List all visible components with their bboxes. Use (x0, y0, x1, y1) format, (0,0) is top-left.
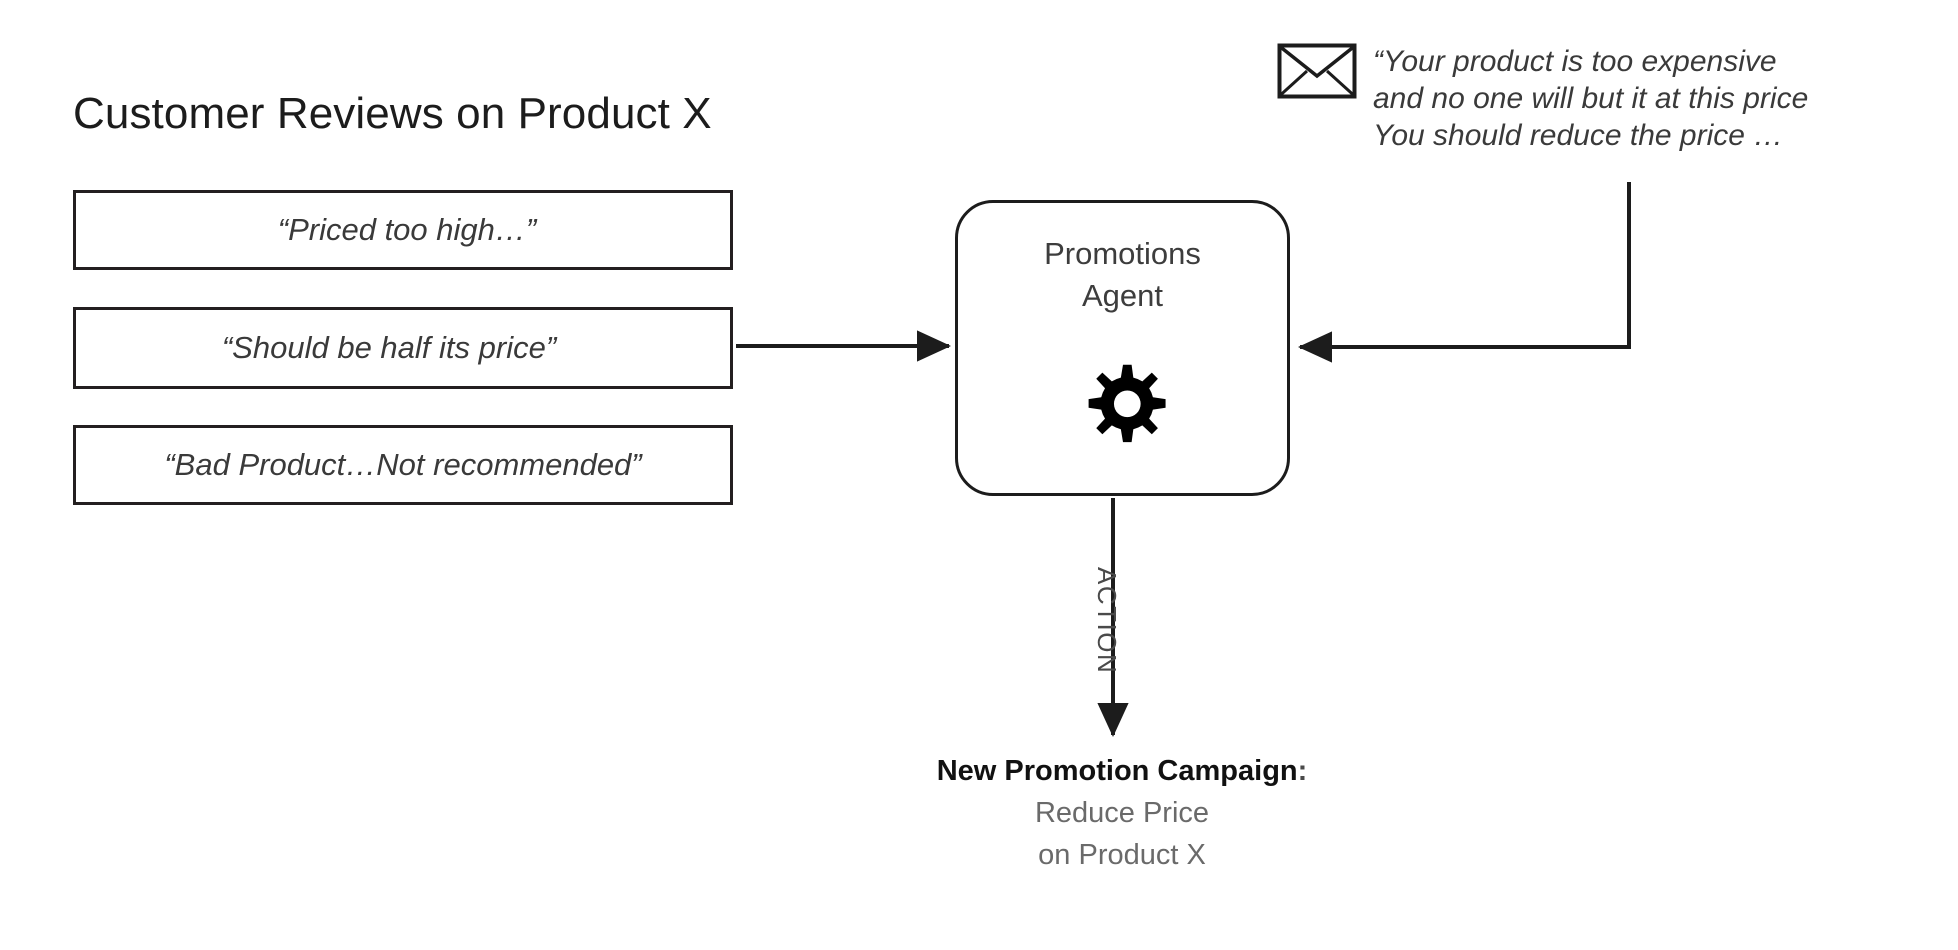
email-quote-line-3: You should reduce the price … (1373, 119, 1784, 152)
review-box-3[interactable]: “Bad Product…Not recommended” (73, 425, 733, 505)
output-body-line-2: on Product X (1038, 839, 1206, 871)
promotions-agent-node[interactable]: Promotions Agent (955, 200, 1290, 496)
email-quote-text: “Your product is too expensive and no on… (1373, 43, 1933, 154)
page-title: Customer Reviews on Product X (73, 89, 712, 138)
agent-label-line2: Agent (1081, 278, 1163, 313)
output-heading: New Promotion Campaign (936, 755, 1298, 787)
review-box-1[interactable]: “Priced too high…” (73, 190, 733, 270)
output-body-line-1: Reduce Price (1034, 797, 1210, 829)
agent-label: Promotions Agent (958, 233, 1287, 317)
email-quote-line-2: and no one will but it at this price (1373, 82, 1809, 115)
review-box-2[interactable]: “Should be half its price” (73, 307, 733, 389)
review-text-1: “Priced too high…” (277, 212, 537, 247)
output-heading-suffix: : (1297, 755, 1308, 787)
email-quote-line-1: “Your product is too expensive (1373, 45, 1777, 78)
review-text-2: “Should be half its price” (221, 330, 557, 365)
action-edge-label: ACTION (1092, 567, 1122, 675)
agent-label-line1: Promotions (1044, 236, 1201, 271)
review-text-3: “Bad Product…Not recommended” (164, 447, 642, 482)
envelope-icon (1277, 43, 1357, 99)
output-node: New Promotion Campaign: Reduce Price on … (932, 750, 1312, 876)
gear-icon (1080, 363, 1166, 449)
